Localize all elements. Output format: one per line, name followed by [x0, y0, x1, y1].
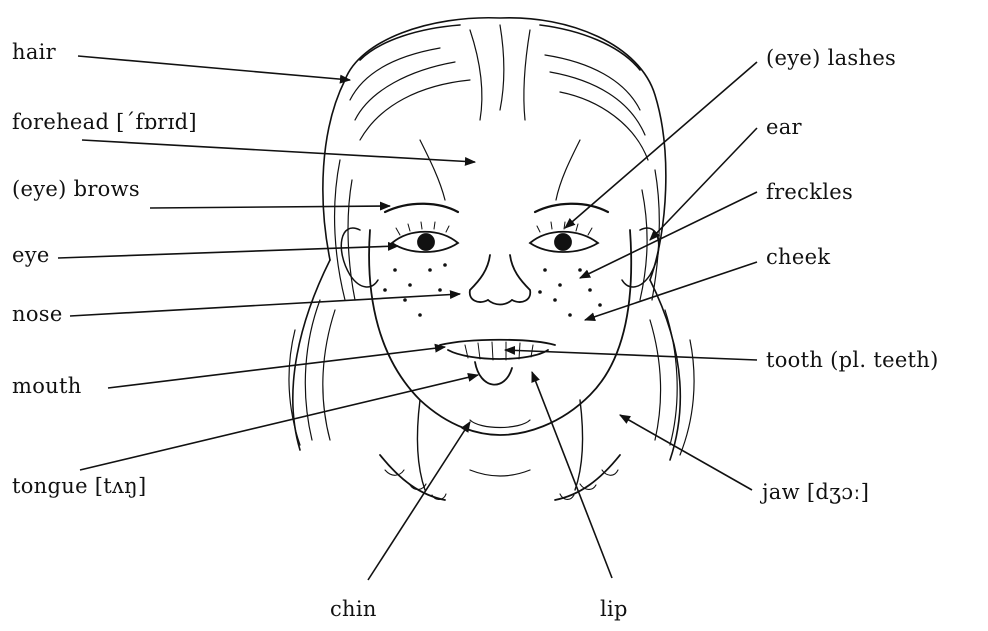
pointer-nose — [70, 294, 460, 316]
pointer-cheek — [585, 262, 757, 320]
pointer-chin — [368, 422, 470, 580]
freckles-illustration — [383, 263, 602, 317]
pointer-lip — [532, 372, 612, 578]
label-tongue: tongue [tʌŋ] — [12, 474, 147, 498]
pointer-lashes — [565, 62, 757, 228]
label-jaw: jaw [dʒɔː] — [762, 480, 869, 504]
label-lashes: (eye) lashes — [766, 46, 896, 70]
hair-illustration — [289, 18, 694, 460]
label-forehead: forehead [΄fɒrɪd] — [12, 110, 197, 134]
label-eye: eye — [12, 243, 50, 267]
label-cheek: cheek — [766, 245, 830, 269]
pointer-brows — [150, 206, 390, 208]
pointer-tooth — [505, 350, 757, 360]
pointer-freckles — [580, 192, 757, 278]
label-nose: nose — [12, 302, 63, 326]
label-ear: ear — [766, 115, 802, 139]
label-chin: chin — [330, 597, 377, 621]
label-brows: (eye) brows — [12, 177, 140, 201]
face-illustration — [341, 204, 658, 500]
label-hair: hair — [12, 40, 56, 64]
pointer-forehead — [82, 140, 475, 162]
label-lip: lip — [600, 597, 628, 621]
pointer-hair — [78, 56, 350, 80]
pointer-eye — [58, 246, 398, 258]
label-freckles: freckles — [766, 180, 853, 204]
pointer-jaw — [620, 415, 752, 490]
label-mouth: mouth — [12, 374, 82, 398]
label-tooth: tooth (pl. teeth) — [766, 348, 939, 372]
